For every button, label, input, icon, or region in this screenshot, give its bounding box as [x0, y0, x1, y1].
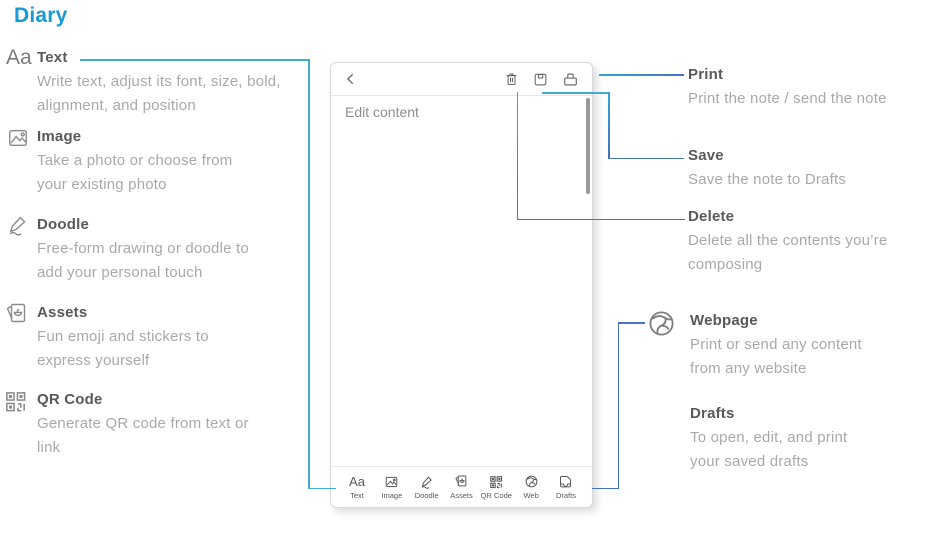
- feature-text: Aa Text Write text, adjust its font, siz…: [6, 46, 299, 118]
- qr-code-icon: [4, 390, 27, 413]
- feature-description: Free-form drawing or doodle to add your …: [37, 240, 249, 281]
- feature-description: Print or send any content from any websi…: [690, 336, 862, 377]
- feature-description: Save the note to Drafts: [688, 171, 847, 188]
- feature-description: Delete all the contents you’re composing: [688, 232, 888, 273]
- tool-image[interactable]: Image: [375, 475, 409, 500]
- feature-image: Image Take a photo or choose from your e…: [9, 128, 277, 197]
- feature-description: To open, edit, and print your saved draf…: [690, 429, 848, 470]
- back-chevron-icon[interactable]: [344, 72, 358, 86]
- text-icon: Aa: [349, 473, 365, 489]
- connector-delete-v: [516, 92, 518, 220]
- feature-title: Save: [688, 147, 724, 164]
- trash-icon[interactable]: [504, 71, 519, 87]
- connector-text-h2: [308, 487, 336, 489]
- save-icon[interactable]: [533, 72, 548, 87]
- qr-code-icon: [489, 475, 503, 489]
- feature-title: Doodle: [37, 216, 90, 233]
- feature-drafts: Drafts To open, edit, and print your sav…: [690, 405, 910, 474]
- feature-title: Webpage: [690, 312, 758, 329]
- tool-assets[interactable]: Assets: [444, 474, 478, 500]
- page-title: Diary: [14, 4, 68, 27]
- feature-description: Take a photo or choose from your existin…: [37, 152, 233, 193]
- drafts-icon: [558, 474, 573, 489]
- feature-qr-code: QR Code Generate QR code from text or li…: [6, 391, 297, 460]
- connector-save-h1: [542, 92, 609, 94]
- feature-title: Text: [37, 49, 68, 66]
- phone-top-toolbar: [331, 63, 592, 96]
- feature-print: Print Print the note / send the note: [688, 66, 938, 111]
- feature-description: Print the note / send the note: [688, 90, 887, 107]
- tool-qr-code[interactable]: QR Code: [479, 475, 513, 500]
- image-icon: [7, 127, 29, 149]
- feature-description: Generate QR code from text or link: [37, 415, 249, 456]
- feature-title: QR Code: [37, 391, 103, 408]
- tool-web[interactable]: Web: [514, 474, 548, 500]
- feature-title: Assets: [37, 304, 88, 321]
- connector-text-v: [308, 59, 310, 489]
- tool-text[interactable]: Aa Text: [349, 473, 365, 500]
- feature-delete: Delete Delete all the contents you’re co…: [688, 208, 938, 277]
- assets-icon: [454, 474, 469, 489]
- globe-icon: [524, 474, 539, 489]
- connector-webpage-v: [617, 322, 619, 489]
- connector-save-h2: [608, 157, 684, 159]
- phone-mockup: Edit content Aa Text Image: [330, 62, 593, 508]
- phone-bottom-toolbar: Aa Text Image Do: [331, 466, 592, 507]
- feature-title: Delete: [688, 208, 735, 225]
- connector-webpage-h2: [617, 322, 645, 324]
- doodle-icon: [420, 475, 434, 489]
- note-editor-placeholder[interactable]: Edit content: [345, 104, 419, 120]
- connector-webpage-h1: [592, 487, 619, 489]
- connector-text-h1: [80, 59, 309, 61]
- assets-icon: [4, 301, 30, 327]
- connector-print: [599, 74, 684, 76]
- feature-description: Fun emoji and stickers to express yourse…: [37, 328, 209, 369]
- feature-title: Print: [688, 66, 724, 83]
- feature-assets: Assets Fun emoji and stickers to express…: [6, 303, 277, 373]
- globe-icon: [646, 308, 677, 339]
- tool-drafts[interactable]: Drafts: [549, 474, 583, 500]
- tool-doodle[interactable]: Doodle: [410, 475, 444, 500]
- image-icon: [384, 475, 399, 489]
- connector-delete-h: [516, 218, 685, 220]
- feature-description: Write text, adjust its font, size, bold,…: [37, 73, 281, 114]
- feature-doodle: Doodle Free-form drawing or doodle to ad…: [9, 216, 277, 285]
- feature-webpage: Webpage Print or send any content from a…: [649, 311, 910, 381]
- feature-title: Drafts: [690, 405, 735, 422]
- text-icon: Aa: [6, 46, 32, 69]
- scrollbar[interactable]: [586, 98, 590, 194]
- feature-save: Save Save the note to Drafts: [688, 147, 938, 192]
- print-icon[interactable]: [562, 72, 579, 87]
- doodle-icon: [7, 214, 29, 236]
- connector-save-v: [608, 92, 610, 159]
- feature-title: Image: [37, 128, 82, 145]
